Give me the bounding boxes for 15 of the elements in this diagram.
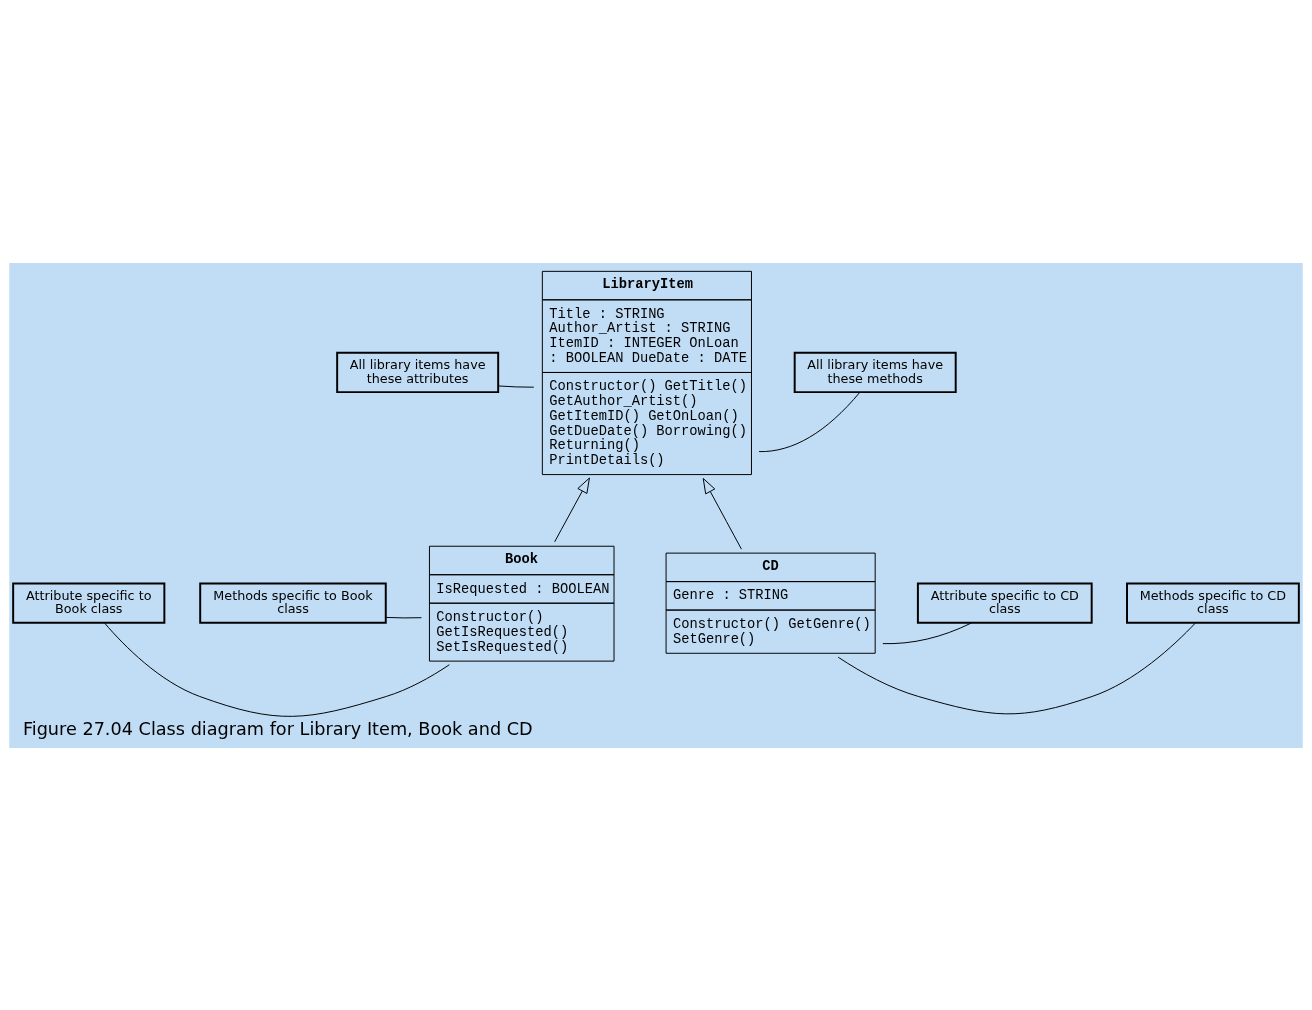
connector: [837, 622, 1196, 714]
caption: Figure 27.04 Class diagram for Library Item, Book and CD: [22, 718, 533, 739]
node-box: Methods specific to CD class: [1126, 582, 1300, 624]
connector: [498, 384, 535, 388]
node-box: Attribute specific to CD class: [916, 582, 1093, 624]
node-box: All library items have these methods: [793, 351, 957, 393]
arrow: [702, 477, 742, 550]
connector: [758, 391, 861, 452]
node-box: Attribute specific to Book class: [12, 582, 166, 624]
connector: [104, 622, 450, 717]
arrow: [554, 477, 590, 542]
connector: [882, 621, 972, 644]
node-box: All library items have these attributes: [336, 351, 500, 393]
node-box: Methods specific to Book class: [199, 582, 387, 624]
connector: [385, 616, 422, 618]
